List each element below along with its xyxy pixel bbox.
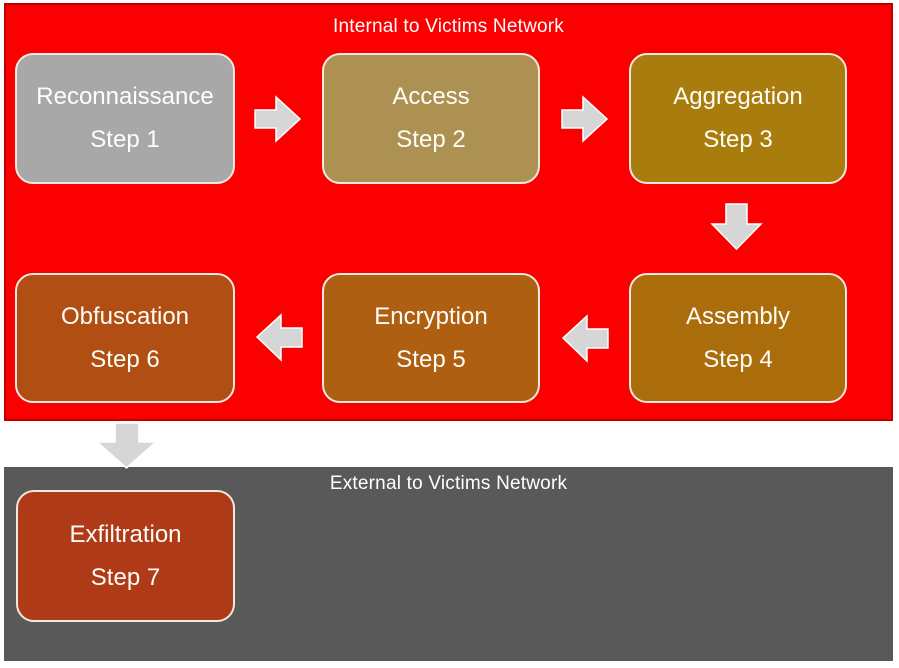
step-box-aggregation: Aggregation Step 3 [629,53,847,184]
arrow-down-icon [710,203,763,251]
step-box-obfuscation: Obfuscation Step 6 [15,273,235,403]
step-number: Step 7 [90,563,161,591]
step-number: Step 5 [396,345,466,373]
step-box-exfiltration: Exfiltration Step 7 [16,490,235,622]
external-region-label: External to Victims Network [329,473,568,494]
arrow-left-icon [561,314,609,363]
internal-region-label: Internal to Victims Network [332,16,565,37]
step-box-access: Access Step 2 [322,53,540,184]
step-box-encryption: Encryption Step 5 [322,273,540,403]
step-name: Assembly [685,302,791,330]
arrow-down-icon [95,422,158,469]
step-name: Access [392,83,470,110]
step-name: Encryption [374,302,488,330]
arrow-right-icon [561,95,609,143]
step-name: Exfiltration [69,520,182,548]
step-name: Reconnaissance [36,83,214,110]
step-number: Step 1 [90,126,160,153]
step-name: Aggregation [673,83,803,110]
step-number: Step 2 [396,126,466,153]
step-number: Step 4 [703,345,773,373]
arrow-left-icon [255,313,303,362]
step-box-reconnaissance: Reconnaissance Step 1 [15,53,235,184]
arrow-right-icon [254,95,302,143]
step-name: Obfuscation [60,302,190,330]
step-number: Step 6 [90,345,160,373]
step-number: Step 3 [703,126,773,153]
step-box-assembly: Assembly Step 4 [629,273,847,403]
